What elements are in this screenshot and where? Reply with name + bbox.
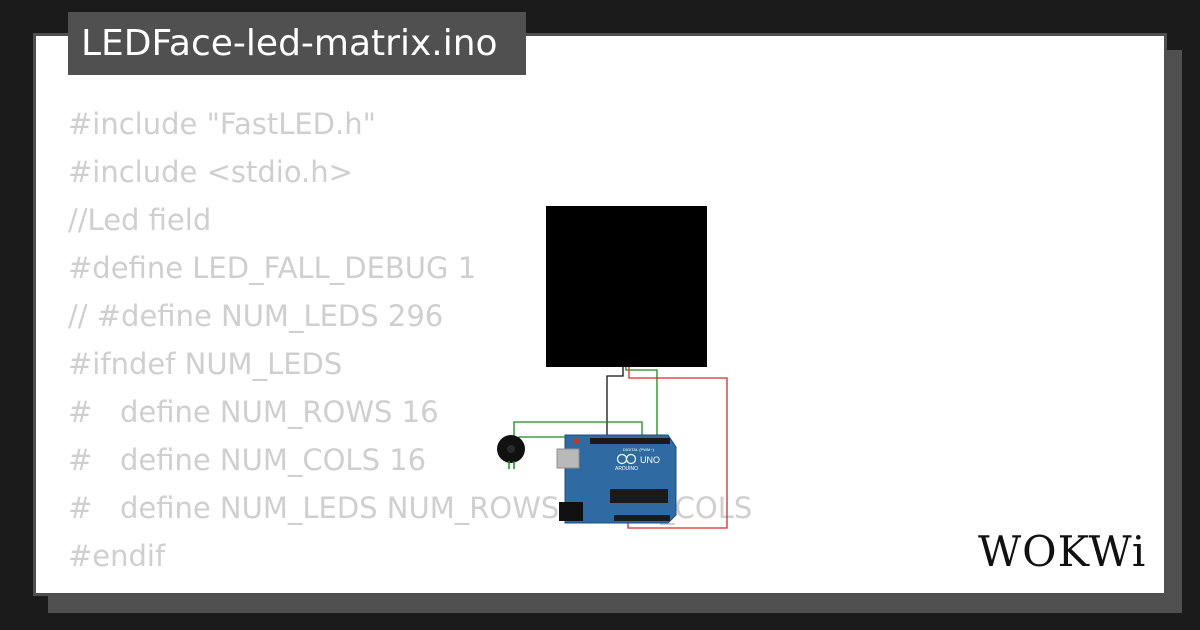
code-line: # define NUM_ROWS 16 bbox=[68, 395, 439, 429]
code-line: #define LED_FALL_DEBUG 1 bbox=[68, 251, 477, 285]
code-line: # define NUM_COLS 16 bbox=[68, 443, 427, 477]
project-title: LEDFace-led-matrix.ino bbox=[68, 12, 526, 75]
power-jack bbox=[559, 502, 583, 521]
code-line: #endif bbox=[68, 539, 166, 573]
code-line: // #define NUM_LEDS 296 bbox=[68, 299, 444, 333]
atmega-chip bbox=[610, 489, 668, 503]
code-line: #include "FastLED.h" bbox=[68, 107, 376, 141]
wire-green-matrix bbox=[625, 367, 658, 438]
wire-black bbox=[606, 367, 624, 438]
wokwi-logo: WOKWi bbox=[978, 528, 1146, 576]
analog-header bbox=[614, 515, 670, 521]
digital-header bbox=[590, 438, 670, 444]
buzzer bbox=[497, 435, 525, 469]
board-header-label: DIGITAL (PWM~) bbox=[623, 447, 655, 452]
led-matrix bbox=[546, 206, 707, 367]
wokwi-logo-text: WOKWi bbox=[978, 528, 1146, 576]
code-line: #ifndef NUM_LEDS bbox=[68, 347, 343, 381]
board-model-label: UNO bbox=[640, 455, 660, 465]
reset-button bbox=[573, 438, 579, 444]
code-line: //Led field bbox=[68, 203, 212, 237]
arduino-uno-board: DIGITAL (PWM~) UNO ARDUINO bbox=[556, 434, 677, 524]
wire-red bbox=[627, 367, 728, 529]
wire-green-buzzer bbox=[513, 421, 643, 445]
usb-port bbox=[556, 448, 580, 469]
circuit-diagram: DIGITAL (PWM~) UNO ARDUINO bbox=[497, 206, 728, 529]
code-line: #include <stdio.h> bbox=[68, 155, 353, 189]
board-brand-label: ARDUINO bbox=[615, 466, 638, 472]
code-preview: #include "FastLED.h" #include <stdio.h> … bbox=[68, 100, 752, 580]
